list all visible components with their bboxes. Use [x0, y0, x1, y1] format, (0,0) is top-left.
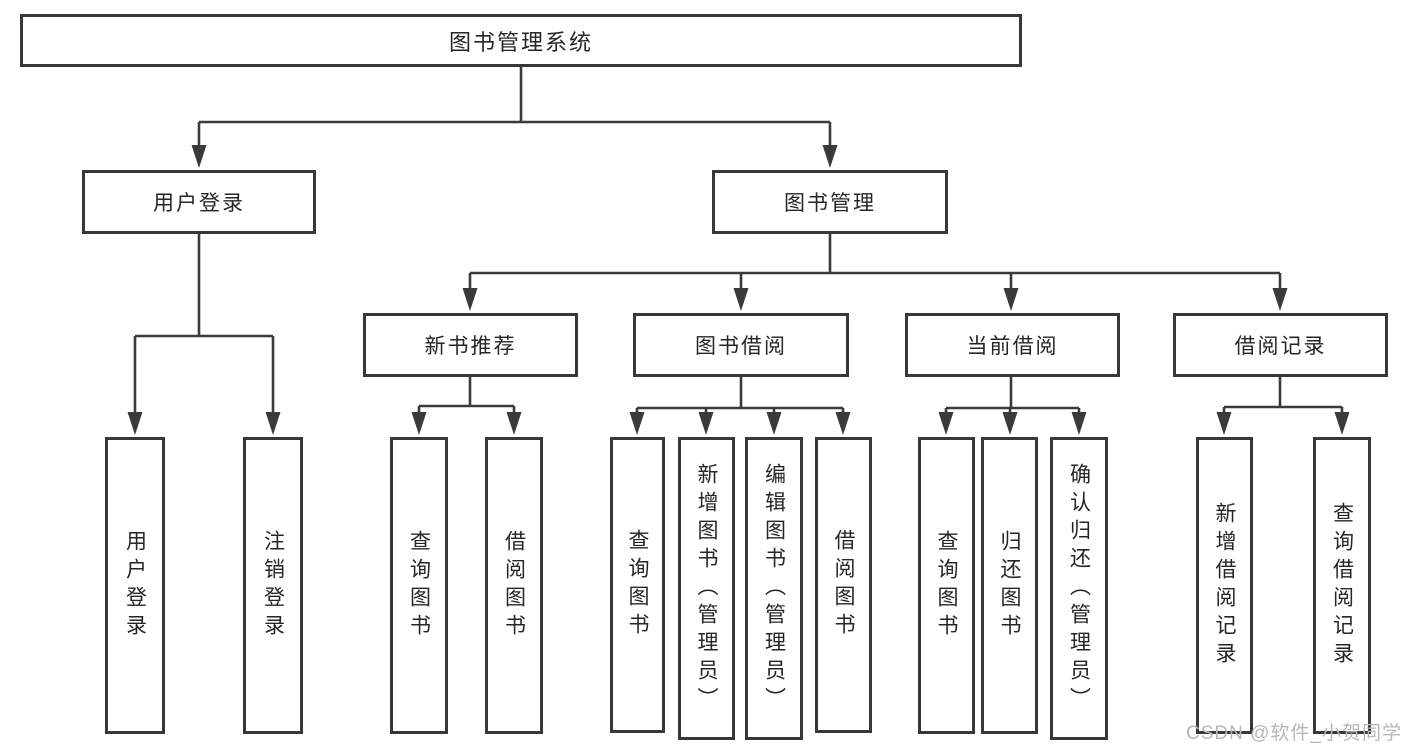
node-new-book-recommend: 新书推荐	[363, 313, 578, 377]
leaf-borrow-edit-book-admin-label: 编辑图书（管理员）	[762, 462, 786, 715]
leaf-user-login-label: 用户登录	[123, 529, 147, 642]
leaf-current-return-book: 归还图书	[981, 437, 1038, 734]
leaf-recommend-borrow-book: 借阅图书	[485, 437, 543, 734]
leaf-borrow-edit-book-admin: 编辑图书（管理员）	[745, 437, 803, 740]
leaf-current-confirm-return-admin-label: 确认归还（管理员）	[1067, 462, 1091, 715]
node-library-management-system: 图书管理系统	[20, 14, 1022, 67]
leaf-current-return-book-label: 归还图书	[998, 529, 1021, 642]
leaf-current-query-book-label: 查询图书	[935, 529, 958, 642]
leaf-current-query-book: 查询图书	[918, 437, 975, 734]
node-borrow-records: 借阅记录	[1173, 313, 1388, 377]
leaf-records-add-record-label: 新增借阅记录	[1213, 501, 1236, 670]
leaf-logout-label: 注销登录	[261, 529, 285, 642]
leaf-borrow-query-book-label: 查询图书	[626, 529, 649, 641]
leaf-borrow-borrow-book: 借阅图书	[815, 437, 872, 733]
node-book-borrow: 图书借阅	[633, 313, 849, 377]
node-book-management: 图书管理	[712, 170, 948, 234]
leaf-borrow-add-book-admin-label: 新增图书（管理员）	[695, 462, 718, 715]
leaf-recommend-query-book: 查询图书	[390, 437, 448, 734]
leaf-user-login: 用户登录	[105, 437, 165, 734]
node-current-borrow: 当前借阅	[905, 313, 1120, 377]
leaf-borrow-add-book-admin: 新增图书（管理员）	[678, 437, 735, 740]
leaf-records-add-record: 新增借阅记录	[1196, 437, 1253, 734]
leaf-logout: 注销登录	[243, 437, 303, 734]
csdn-watermark: CSDN @软件_小贺同学	[1186, 723, 1402, 744]
leaf-recommend-borrow-book-label: 借阅图书	[502, 529, 526, 642]
leaf-current-confirm-return-admin: 确认归还（管理员）	[1050, 437, 1108, 740]
leaf-records-query-record: 查询借阅记录	[1313, 437, 1371, 734]
leaf-recommend-query-book-label: 查询图书	[407, 529, 431, 642]
node-user-login: 用户登录	[82, 170, 316, 234]
leaf-borrow-query-book: 查询图书	[610, 437, 665, 733]
leaf-borrow-borrow-book-label: 借阅图书	[832, 529, 855, 641]
leaf-records-query-record-label: 查询借阅记录	[1330, 501, 1354, 670]
